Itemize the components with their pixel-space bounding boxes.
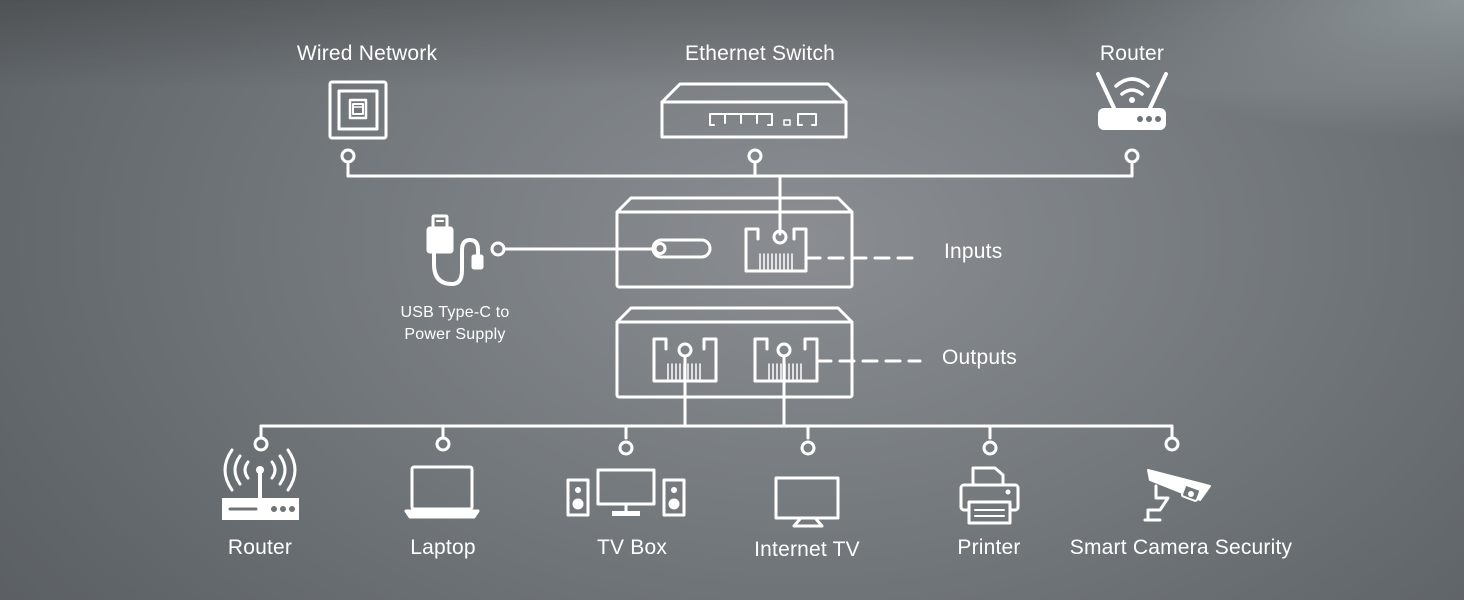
device-node-internet-tv bbox=[800, 440, 816, 456]
wired-network-node bbox=[340, 148, 356, 164]
bottom-router-label: Router bbox=[227, 536, 293, 559]
bottom-connection-lines bbox=[259, 354, 1174, 440]
power-supply-label-line-1: USB Type-C to bbox=[400, 304, 510, 321]
wired-network-label: Wired Network bbox=[296, 42, 438, 65]
power-supply-label: USB Type-C to Power Supply bbox=[400, 302, 509, 346]
output-device-box bbox=[615, 306, 854, 399]
smart-camera-label: Smart Camera Security bbox=[1069, 536, 1293, 559]
power-node bbox=[490, 241, 506, 257]
device-node-tv-box bbox=[618, 440, 634, 456]
tv-box-label: TV Box bbox=[596, 536, 668, 559]
power-supply-label-line-2: Power Supply bbox=[404, 326, 506, 343]
inputs-label: Inputs bbox=[944, 240, 1003, 263]
top-connection-lines bbox=[346, 161, 1134, 236]
outputs-label: Outputs bbox=[942, 346, 1017, 369]
router-node bbox=[1124, 148, 1140, 164]
laptop-label: Laptop bbox=[410, 536, 476, 559]
ethernet-switch-node bbox=[747, 148, 763, 164]
usb-plug-icon bbox=[426, 214, 484, 286]
wifi-router-icon bbox=[222, 448, 299, 520]
tv-icon bbox=[774, 476, 840, 528]
printer-label: Printer bbox=[957, 536, 1021, 559]
tv-box-icon bbox=[566, 468, 686, 517]
input-device-box bbox=[615, 196, 854, 289]
device-node-camera bbox=[1164, 436, 1180, 452]
security-camera-icon bbox=[1143, 469, 1211, 522]
wall-socket-icon bbox=[328, 80, 388, 140]
laptop-icon bbox=[404, 465, 480, 519]
internet-tv-label: Internet TV bbox=[754, 538, 860, 561]
ethernet-switch-label: Ethernet Switch bbox=[684, 42, 836, 65]
device-node-printer bbox=[982, 440, 998, 456]
ethernet-switch-icon bbox=[660, 82, 848, 139]
printer-icon bbox=[959, 466, 1020, 525]
device-node-router bbox=[253, 436, 269, 452]
router-label: Router bbox=[1099, 42, 1165, 65]
device-node-laptop bbox=[435, 436, 451, 452]
router-icon bbox=[1096, 72, 1168, 130]
